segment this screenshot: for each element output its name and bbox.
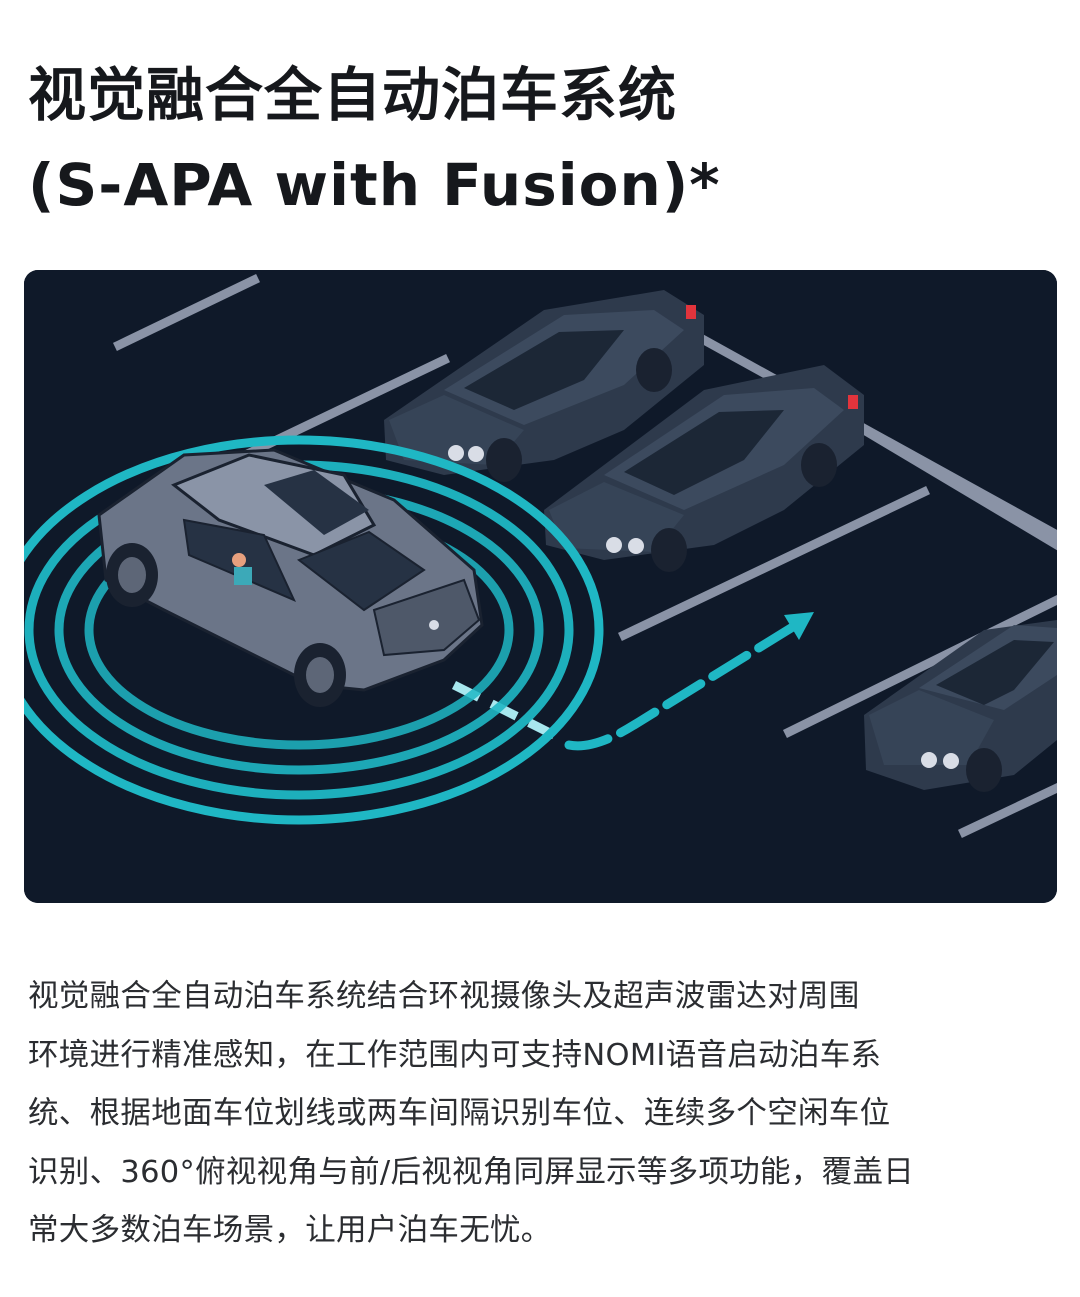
page-title-chinese: 视觉融合全自动泊车系统	[28, 61, 678, 129]
parking-illustration	[24, 270, 1057, 903]
ego-car	[97, 448, 484, 707]
page-title-english: (S-APA with Fusion)*	[28, 151, 721, 219]
parked-car-1	[384, 290, 704, 482]
sensor-ring	[24, 435, 604, 825]
parked-car-3	[864, 620, 1057, 792]
lot-line	[782, 594, 1057, 739]
description-line: 环境进行精准感知，在工作范围内可支持NOMI语音启动泊车系	[28, 1037, 882, 1073]
parking-illustration-svg	[24, 270, 1057, 903]
description-line: 常大多数泊车场景，让用户泊车无忧。	[28, 1213, 552, 1248]
feature-description: 视觉融合全自动泊车系统结合环视摄像头及超声波雷达对周围 环境进行精准感知，在工作…	[28, 968, 1058, 1261]
page-title: 视觉融合全自动泊车系统 (S-APA with Fusion)*	[28, 50, 1058, 230]
description-line: 统、根据地面车位划线或两车间隔识别车位、连续多个空闲车位	[28, 1096, 891, 1131]
lot-line	[112, 273, 261, 352]
parked-car-2	[544, 365, 864, 572]
lot-line	[958, 783, 1057, 838]
description-line: 识别、360°俯视视角与前/后视视角同屏显示等多项功能，覆盖日	[28, 1154, 915, 1190]
description-line: 视觉融合全自动泊车系统结合环视摄像头及超声波雷达对周围	[28, 979, 860, 1014]
lot-line	[618, 486, 930, 641]
lot-line	[857, 423, 1057, 551]
